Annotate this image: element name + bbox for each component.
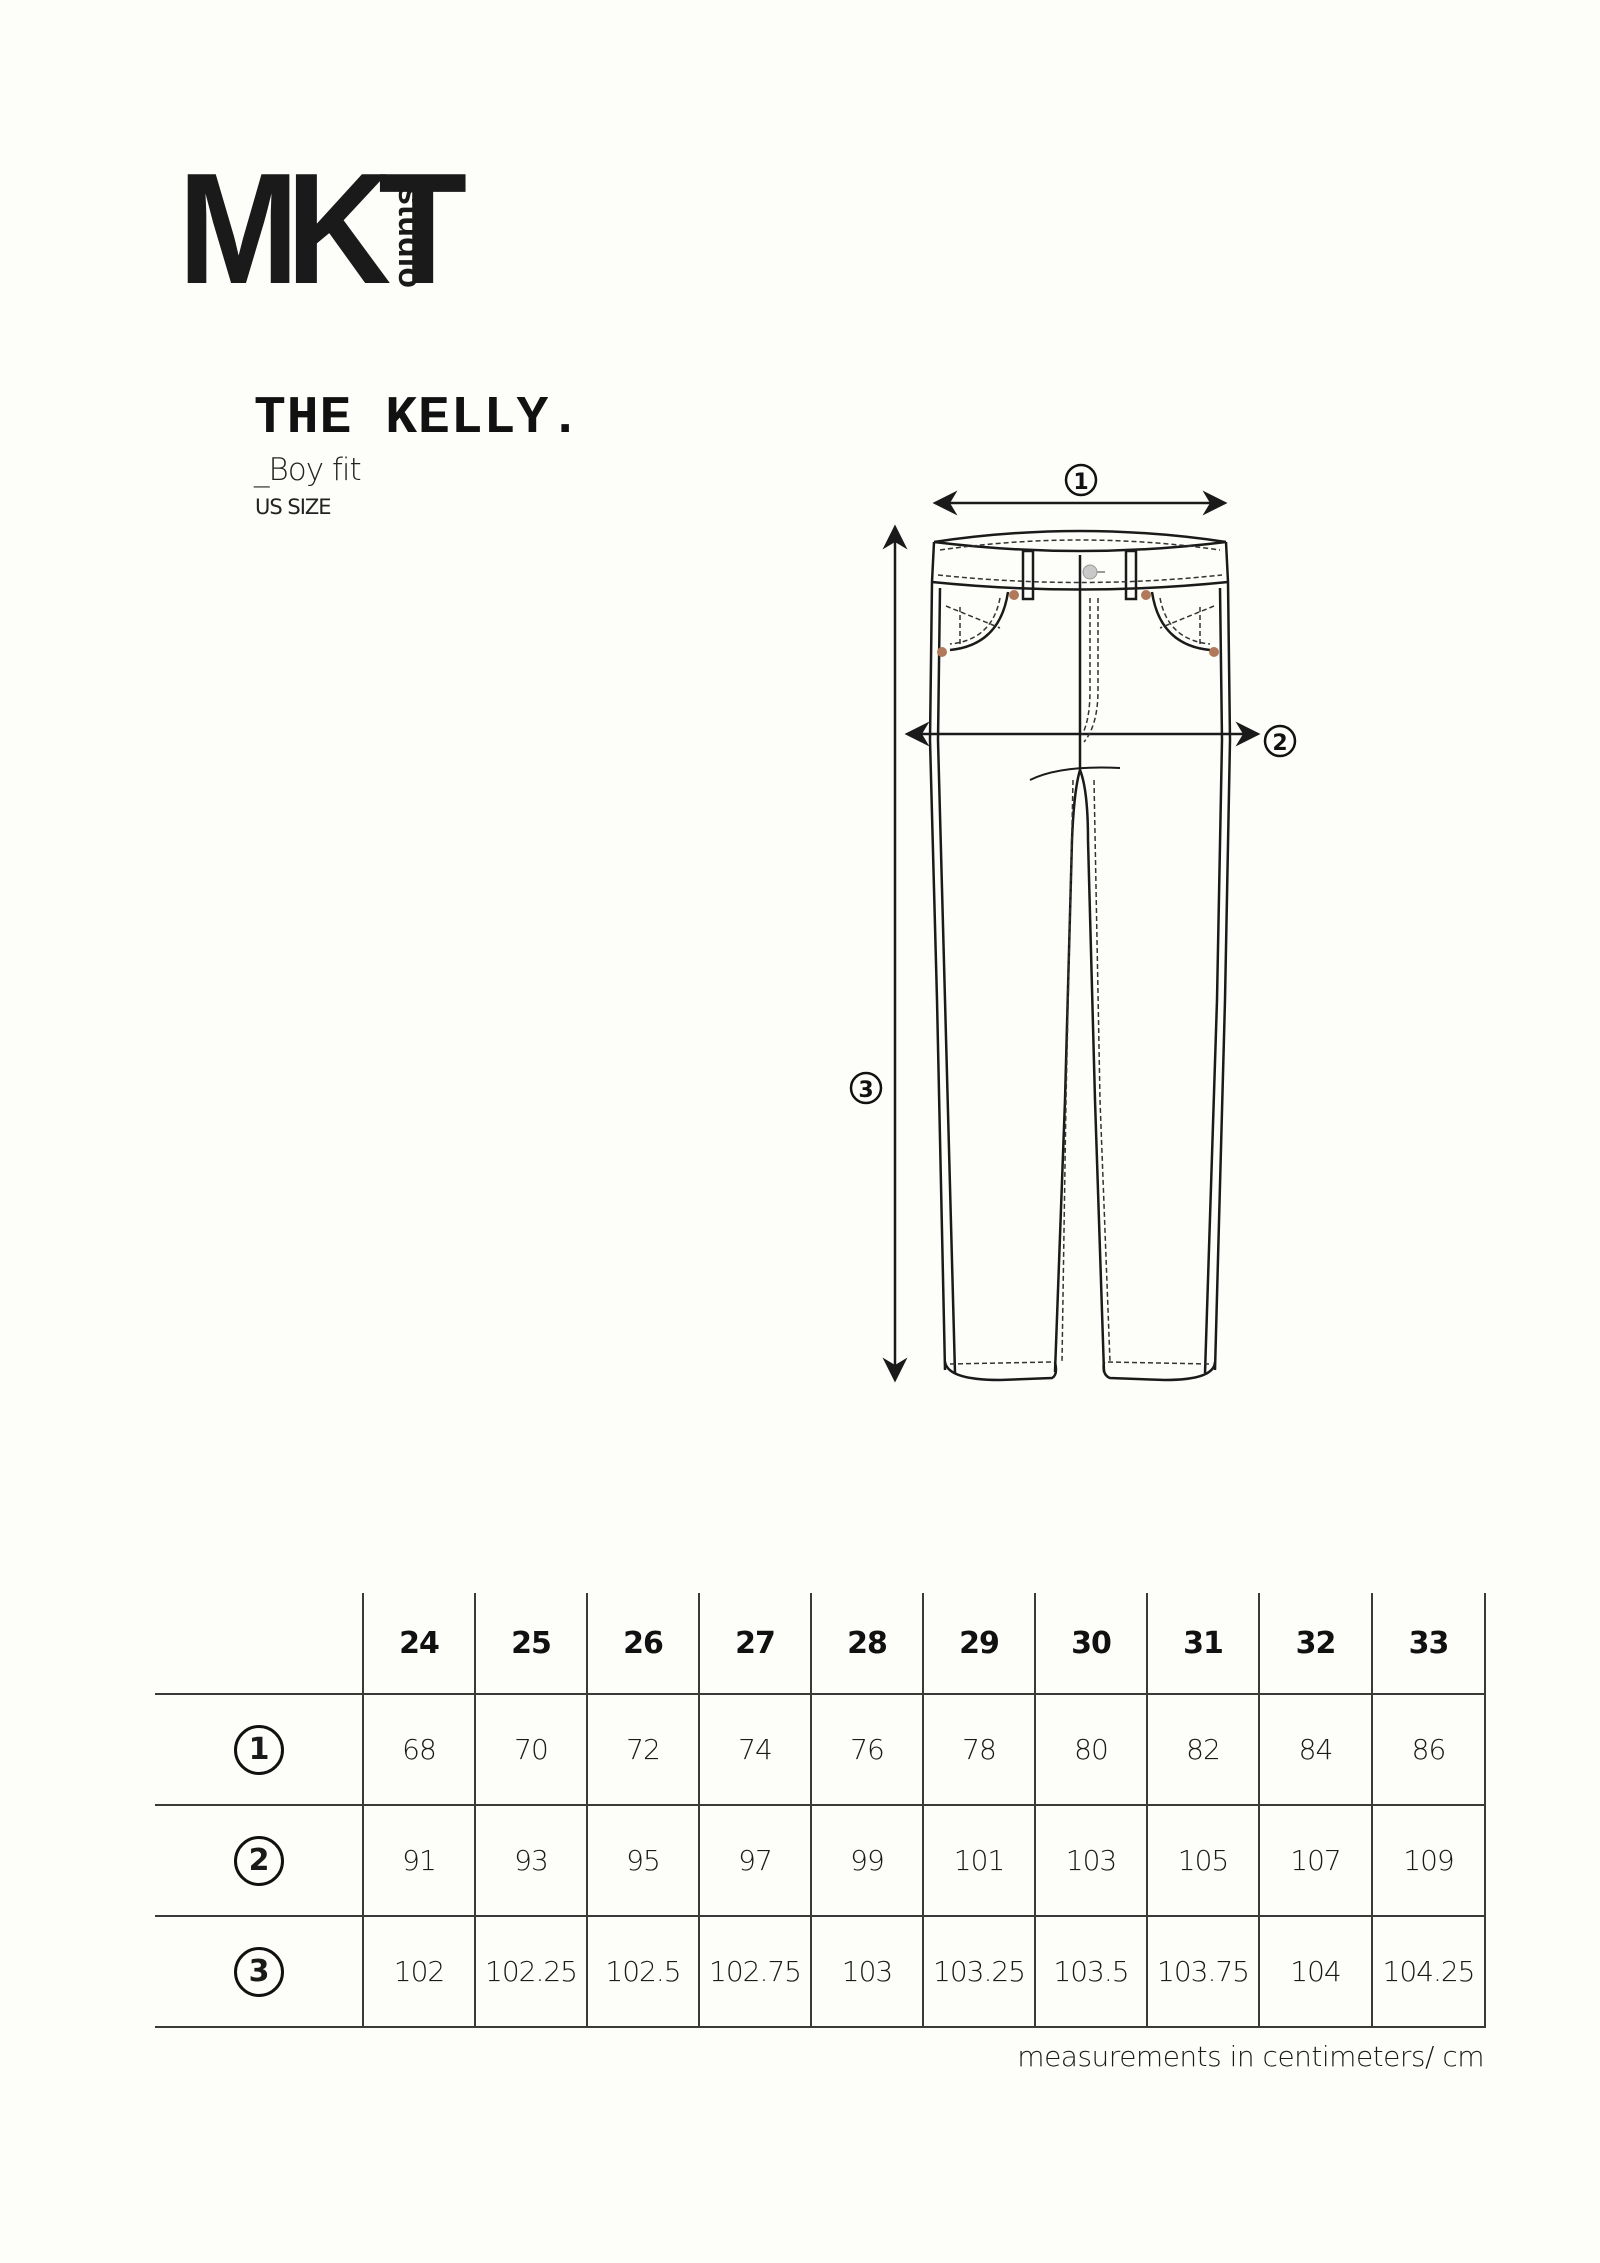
table-cell: 80 — [1034, 1693, 1148, 1806]
rivets — [937, 590, 1219, 657]
table-cell: 91 — [362, 1804, 476, 1917]
size-header: 26 — [586, 1593, 700, 1695]
size-header: 24 — [362, 1593, 476, 1695]
marker-3-icon: 3 — [849, 1071, 883, 1105]
table-cell: 102 — [362, 1915, 476, 2028]
marker-1-icon: 1 — [1064, 463, 1098, 497]
table-cell: 74 — [698, 1693, 812, 1806]
marker-1-icon: 1 — [233, 1724, 284, 1775]
jeans-technical-drawing: 1 2 3 — [849, 463, 1297, 1383]
jeans-outline — [928, 529, 1232, 1382]
size-chart-table: 24 25 26 27 28 29 30 31 32 33 1 68 70 72… — [155, 1593, 1486, 2028]
row-label: 3 — [155, 1915, 364, 2028]
marker-2-icon: 2 — [1263, 724, 1297, 758]
table-row-hip: 2 91 93 95 97 99 101 103 105 107 109 — [155, 1804, 1486, 1917]
table-cell: 103.5 — [1034, 1915, 1148, 2028]
table-cell: 97 — [698, 1804, 812, 1917]
marker-2-icon: 2 — [233, 1835, 284, 1886]
table-cell: 103 — [1034, 1804, 1148, 1917]
table-cell: 102.25 — [474, 1915, 588, 2028]
table-cell: 103.25 — [922, 1915, 1036, 2028]
table-cell: 105 — [1146, 1804, 1260, 1917]
table-cell: 104.25 — [1371, 1915, 1486, 2028]
table-cell: 84 — [1258, 1693, 1373, 1806]
table-cell: 103.75 — [1146, 1915, 1260, 2028]
table-cell: 101 — [922, 1804, 1036, 1917]
table-row-waist: 1 68 70 72 74 76 78 80 82 84 86 — [155, 1693, 1486, 1806]
size-header: 29 — [922, 1593, 1036, 1695]
marker-3-icon: 3 — [233, 1946, 284, 1997]
table-cell: 102.75 — [698, 1915, 812, 2028]
svg-text:3: 3 — [858, 1078, 873, 1103]
svg-text:1: 1 — [1073, 470, 1088, 495]
brand-logo: MKT — [178, 150, 518, 308]
table-cell: 93 — [474, 1804, 588, 1917]
svg-text:2: 2 — [1272, 731, 1287, 756]
table-cell: 104 — [1258, 1915, 1373, 2028]
row-label: 2 — [155, 1804, 364, 1917]
size-header: 28 — [810, 1593, 924, 1695]
sizing-system-label: US SIZE — [255, 495, 332, 519]
table-cell: 107 — [1258, 1804, 1373, 1917]
size-header-row: 24 25 26 27 28 29 30 31 32 33 — [155, 1593, 1486, 1695]
units-footnote: measurements in centimeters/ cm — [1017, 2040, 1484, 2073]
waist-button-icon — [1082, 564, 1105, 580]
jeans-stitching — [937, 539, 1223, 1365]
row-label: 1 — [155, 1693, 364, 1806]
table-cell: 99 — [810, 1804, 924, 1917]
table-cell: 82 — [1146, 1693, 1260, 1806]
table-cell: 68 — [362, 1693, 476, 1806]
table-cell: 95 — [586, 1804, 700, 1917]
table-cell: 72 — [586, 1693, 700, 1806]
table-cell: 102.5 — [586, 1915, 700, 2028]
product-title: THE KELLY. — [254, 388, 583, 448]
table-cell: 103 — [810, 1915, 924, 2028]
size-header: 32 — [1258, 1593, 1373, 1695]
table-corner-cell — [155, 1593, 364, 1695]
table-cell: 70 — [474, 1693, 588, 1806]
table-cell: 76 — [810, 1693, 924, 1806]
size-header: 31 — [1146, 1593, 1260, 1695]
table-row-length: 3 102 102.25 102.5 102.75 103 103.25 103… — [155, 1915, 1486, 2028]
size-header: 27 — [698, 1593, 812, 1695]
size-header: 25 — [474, 1593, 588, 1695]
table-cell: 86 — [1371, 1693, 1486, 1806]
size-header: 30 — [1034, 1593, 1148, 1695]
table-cell: 109 — [1371, 1804, 1486, 1917]
product-fit: _Boy fit — [254, 452, 362, 488]
table-cell: 78 — [922, 1693, 1036, 1806]
size-header: 33 — [1371, 1593, 1486, 1695]
logo-wordmark: MKT — [178, 141, 467, 317]
